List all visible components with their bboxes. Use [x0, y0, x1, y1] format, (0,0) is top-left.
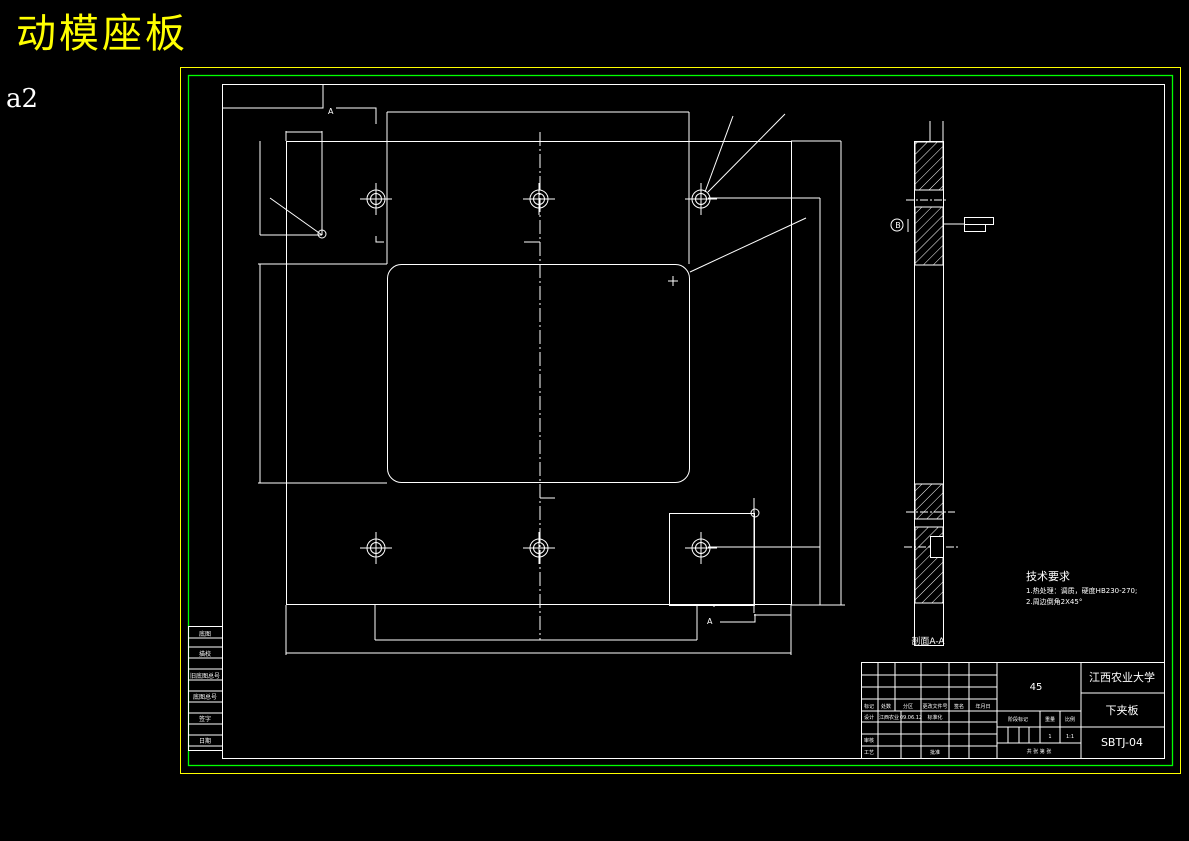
hole-bottom-left — [360, 532, 392, 564]
hole-top-left — [360, 183, 392, 215]
stamp-6: 日期 — [199, 737, 211, 745]
plate-outline — [286, 141, 792, 605]
tech-req-heading: 技术要求 — [1026, 570, 1070, 583]
design-label: 设计 — [864, 714, 874, 721]
bolt-holes — [360, 183, 717, 564]
stamp-2: 描校 — [199, 650, 211, 658]
tech-req-item-1: 1.热处理：调质，硬度HB230-270; — [1026, 586, 1137, 595]
material: 45 — [1030, 682, 1043, 693]
sheet-label: a2 — [6, 84, 39, 114]
datum-mark: B — [895, 221, 901, 230]
center-pocket — [387, 264, 690, 483]
sheet-info: 共 张 第 张 — [1027, 748, 1052, 755]
hdr-count: 处数 — [881, 703, 891, 710]
section-mark-top: A — [328, 107, 334, 116]
weight-label: 重量 — [1045, 716, 1055, 723]
review-label: 审核 — [864, 737, 874, 744]
stamp-4: 底图总号 — [193, 693, 217, 701]
inner-border — [187, 74, 1174, 767]
stamp-5: 签字 — [199, 715, 211, 723]
drawing-number: SBTJ-04 — [1101, 736, 1143, 749]
hdr-doc: 更改文件号 — [922, 703, 947, 710]
standard-label: 标准化 — [927, 714, 942, 721]
approve-label: 批准 — [930, 749, 940, 756]
scale-label: 比例 — [1065, 716, 1075, 723]
part-name: 下夹板 — [1106, 703, 1139, 717]
hdr-sign: 签名 — [954, 703, 964, 710]
stage-label: 阶段标记 — [1008, 716, 1028, 723]
designer: 江西农业 — [879, 714, 899, 721]
tech-req-item-2: 2.周边倒角2X45° — [1026, 597, 1082, 606]
weight-value: 1 — [1048, 734, 1051, 740]
design-date: 09.06.12 — [900, 715, 922, 721]
hole-bottom-center — [523, 532, 555, 564]
drawing-title: 动模座板 — [16, 11, 188, 57]
section-label: 剖面A-A — [911, 635, 945, 647]
hole-top-right — [685, 183, 717, 215]
section-view — [890, 121, 994, 646]
hole-bottom-right — [685, 532, 717, 564]
hdr-date: 年月日 — [975, 703, 990, 710]
main-view — [222, 85, 845, 655]
stamp-1: 底图 — [199, 630, 211, 638]
section-mark-bottom: A — [707, 617, 713, 626]
hole-top-center — [523, 183, 555, 215]
drawing-frame — [222, 84, 1165, 759]
stamp-3: 旧底图总号 — [190, 672, 220, 680]
hdr-zone: 分区 — [903, 703, 913, 710]
title-block — [861, 662, 1165, 759]
process-label: 工艺 — [864, 750, 874, 756]
outer-border — [180, 67, 1181, 774]
side-stamp — [188, 626, 223, 751]
school-name: 江西农业大学 — [1089, 670, 1155, 684]
hdr-mark: 标记 — [864, 703, 874, 710]
scale-value: 1:1 — [1066, 734, 1074, 740]
